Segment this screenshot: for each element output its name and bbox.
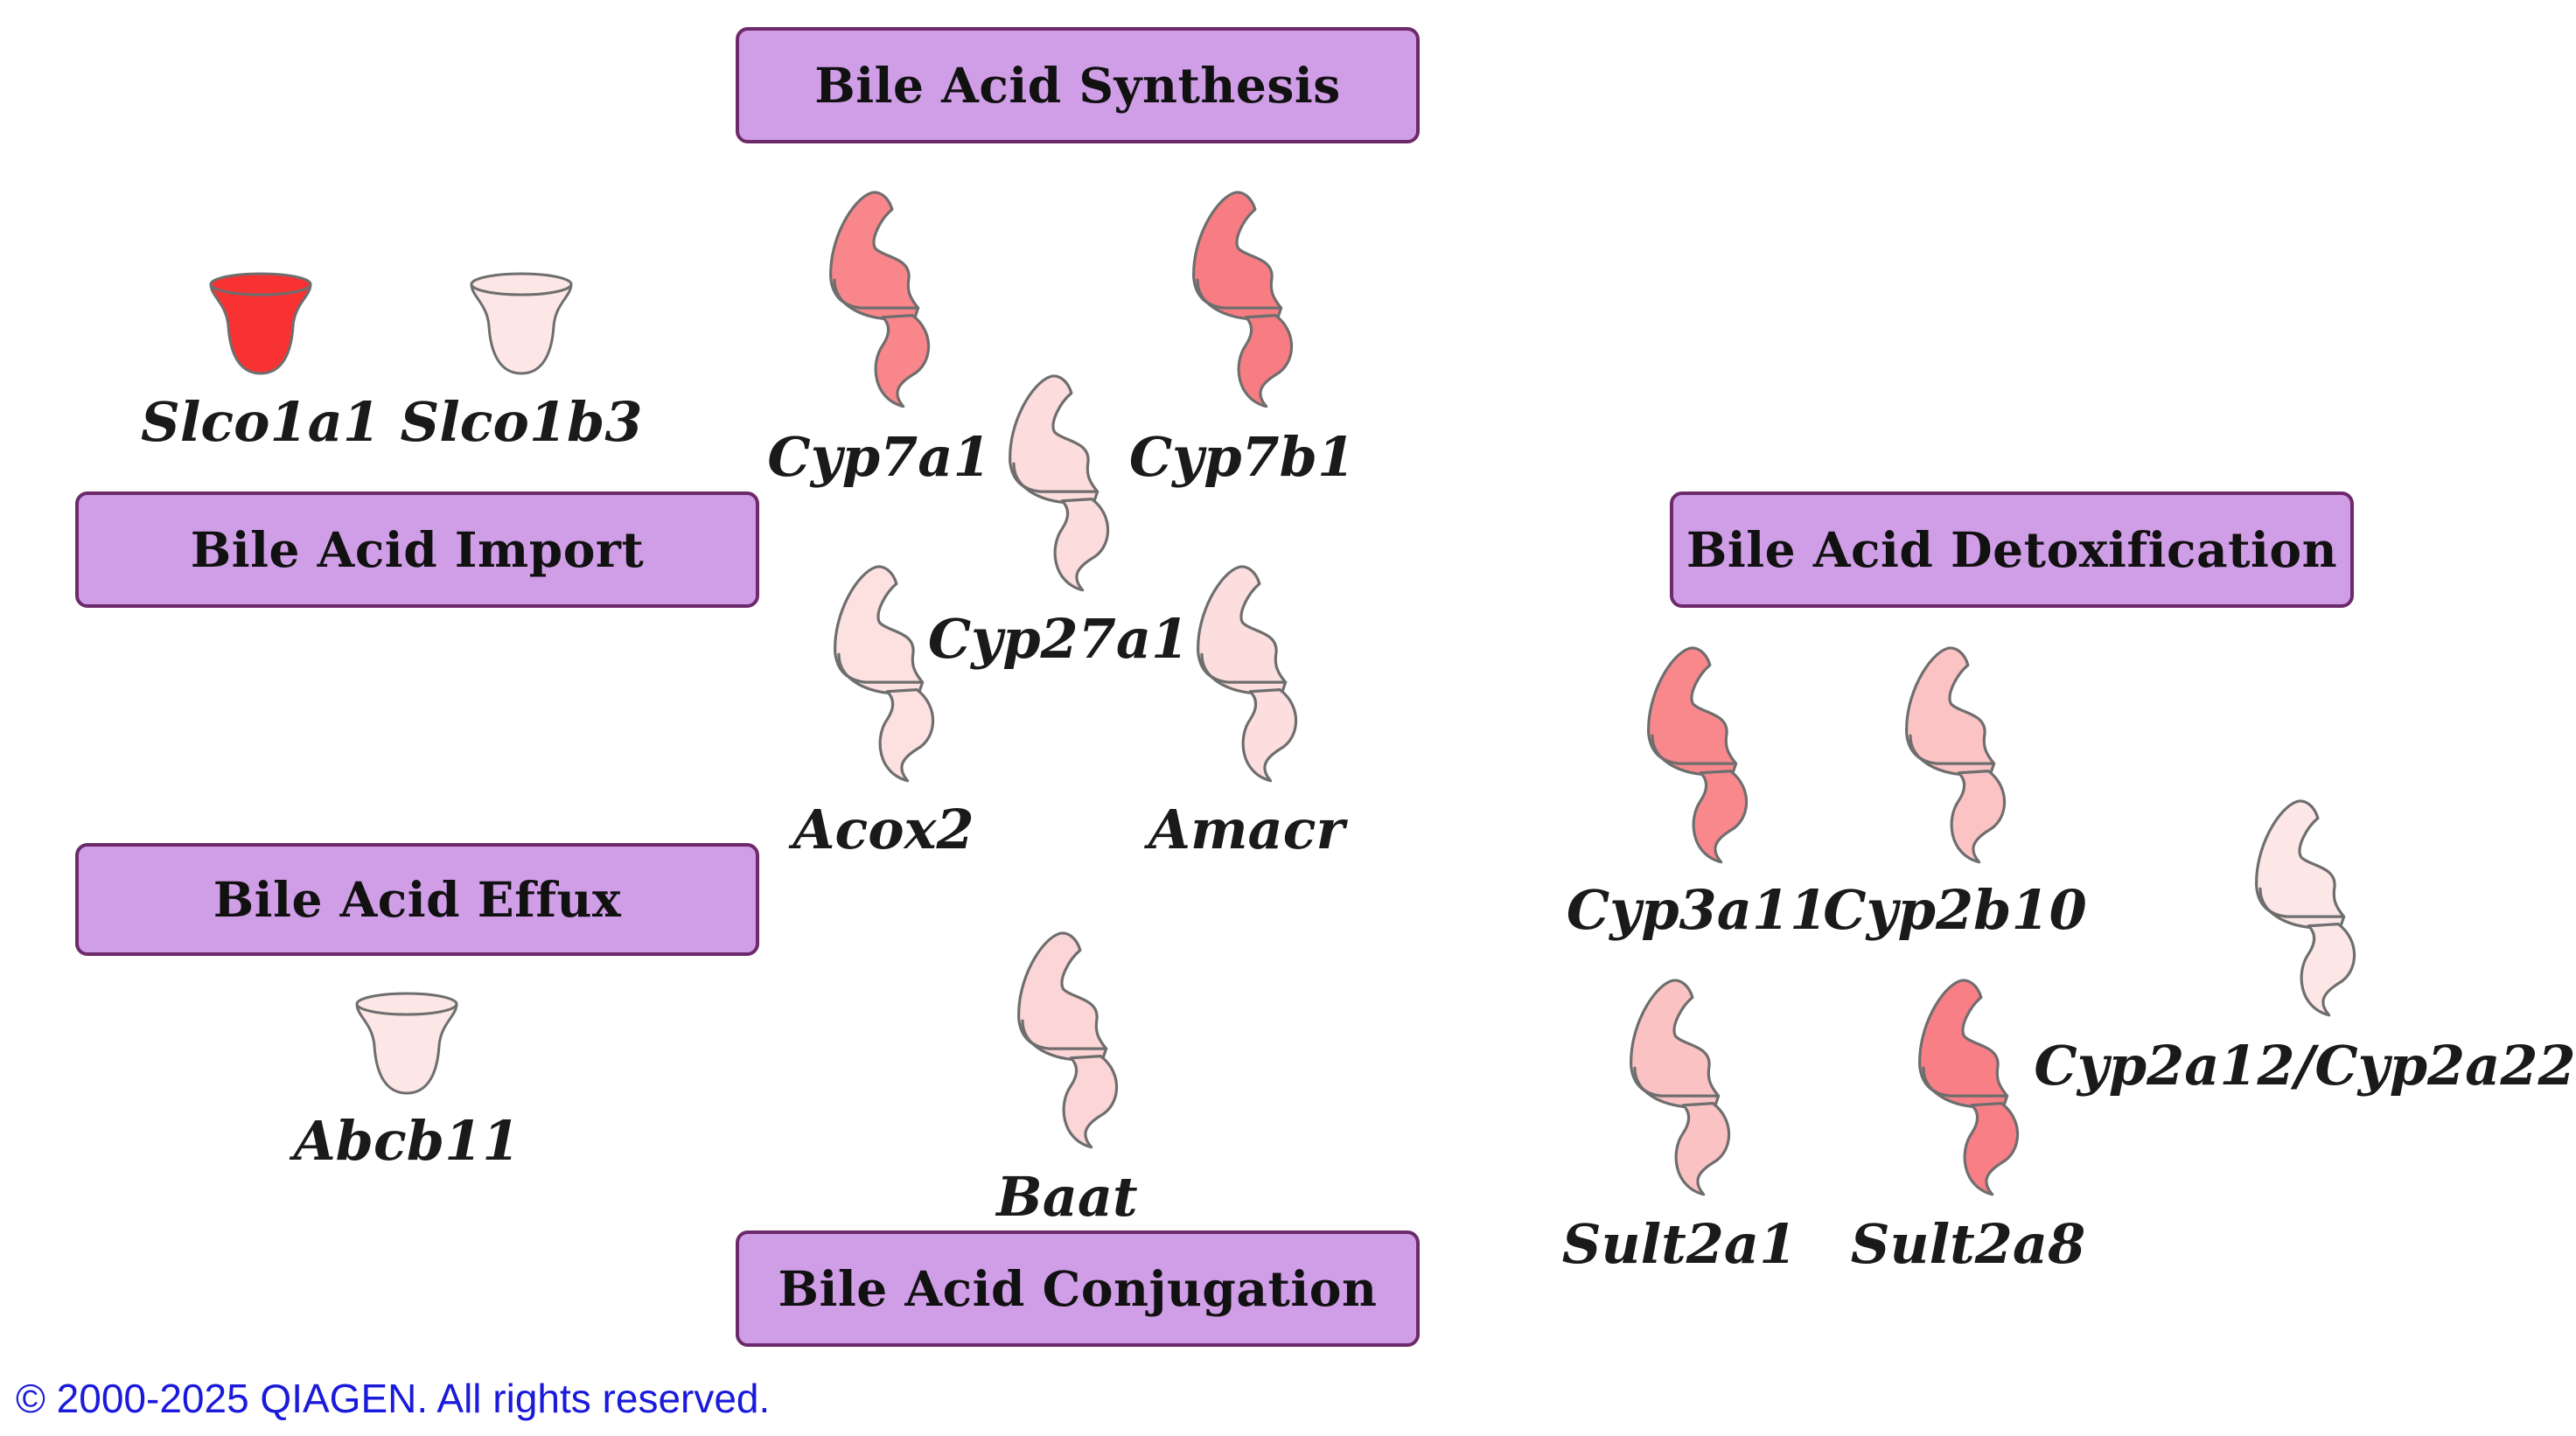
gene-label-sult2a8: Sult2a8: [1850, 1212, 2086, 1276]
gene-label-cyp2b10: Cyp2b10: [1823, 878, 2087, 942]
enzyme-icon: [1002, 371, 1115, 597]
category-label: Bile Acid Detoxification: [1686, 521, 2338, 578]
category-box-synthesis: Bile Acid Synthesis: [736, 27, 1420, 143]
gene-label-abcb11: Abcb11: [293, 1109, 520, 1173]
gene-label-cyp2a12: Cyp2a12/Cyp2a22: [2034, 1034, 2576, 1098]
gene-label-amacr: Amacr: [1148, 798, 1345, 861]
enzyme-icon: [2248, 796, 2362, 1022]
gene-label-acox2: Acox2: [792, 798, 974, 861]
transporter-icon: [350, 988, 464, 1105]
gene-label-baat: Baat: [996, 1165, 1138, 1229]
enzyme-icon: [1911, 975, 2025, 1202]
category-box-import: Bile Acid Import: [75, 491, 759, 608]
enzyme-icon: [1640, 643, 1754, 869]
category-label: Bile Acid Import: [190, 521, 645, 578]
category-label: Bile Acid Synthesis: [814, 57, 1341, 114]
category-label: Bile Acid Conjugation: [778, 1260, 1378, 1317]
enzyme-icon: [1185, 187, 1299, 414]
enzyme-icon: [827, 561, 940, 788]
gene-label-slco1b3: Slco1b3: [400, 390, 643, 454]
category-box-detoxification: Bile Acid Detoxification: [1670, 491, 2354, 608]
enzyme-icon: [1898, 643, 2012, 869]
enzyme-icon: [822, 187, 936, 414]
gene-label-cyp27a1: Cyp27a1: [927, 607, 1190, 671]
gene-label-cyp7a1: Cyp7a1: [767, 425, 991, 489]
transporter-icon: [204, 268, 318, 386]
copyright-notice: © 2000-2025 QIAGEN. All rights reserved.: [16, 1376, 771, 1421]
gene-label-slco1a1: Slco1a1: [141, 390, 380, 454]
category-box-effux: Bile Acid Effux: [75, 843, 759, 956]
gene-label-cyp7b1: Cyp7b1: [1128, 425, 1356, 489]
enzyme-icon: [1623, 975, 1736, 1202]
category-box-conjugation: Bile Acid Conjugation: [736, 1230, 1420, 1347]
gene-label-cyp3a11: Cyp3a11: [1566, 878, 1828, 942]
category-label: Bile Acid Effux: [213, 871, 622, 928]
transporter-icon: [464, 268, 578, 386]
gene-label-sult2a1: Sult2a1: [1561, 1212, 1798, 1276]
enzyme-icon: [1190, 561, 1303, 788]
enzyme-icon: [1010, 928, 1124, 1154]
